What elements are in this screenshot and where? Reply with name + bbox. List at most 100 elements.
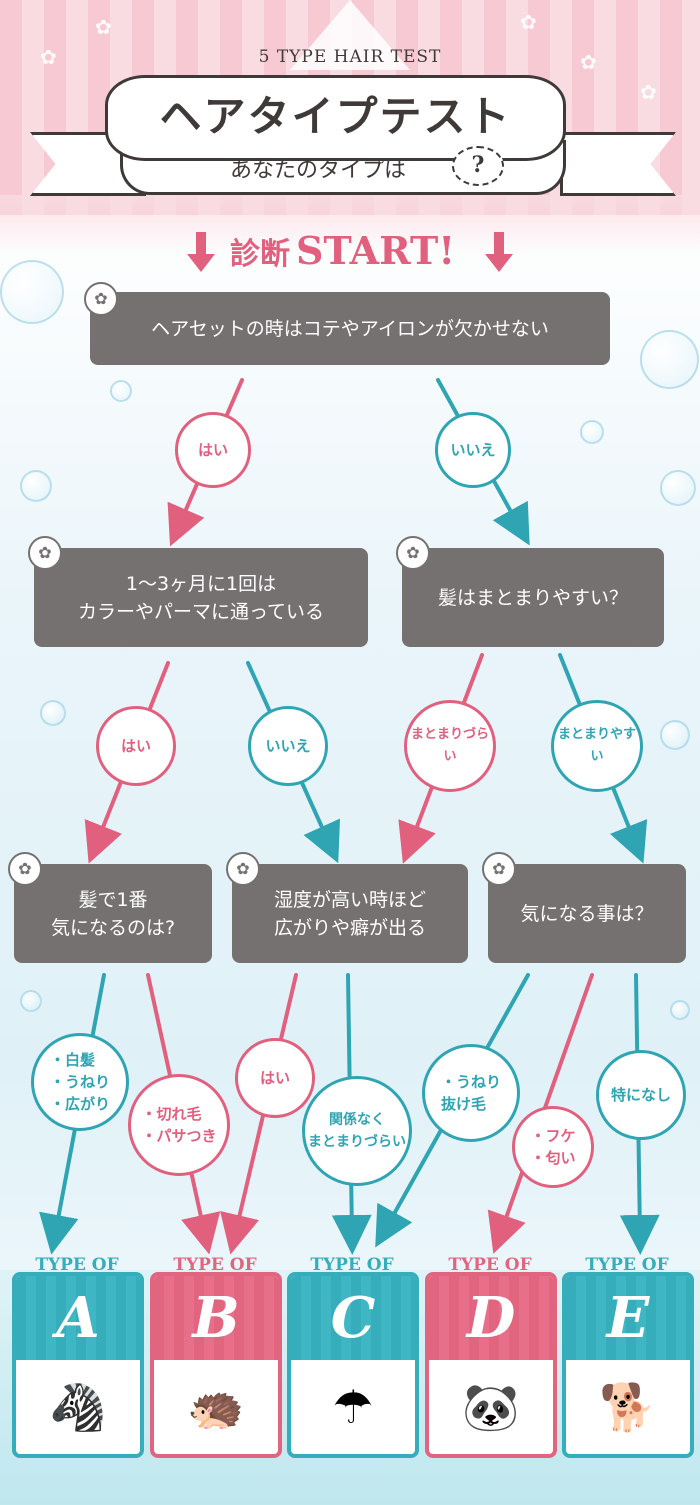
type-e-letter: E (566, 1276, 690, 1360)
question-5-line2: 広がりや癖が出る (273, 916, 426, 939)
question-box-3: 髪はまとまりやすい？ (402, 548, 664, 647)
bubble-decoration (660, 720, 690, 750)
question-box-4: 髪で1番気になるのは? (14, 864, 212, 963)
question-1-text: ヘアセットの時はコテやアイロンが欠かせない (151, 317, 549, 340)
start-arrow-right (494, 232, 504, 254)
answer-q6-waves-hairloss[interactable]: ・うねり抜け毛 (422, 1044, 520, 1142)
answer-q1-no[interactable]: いいえ (435, 412, 511, 488)
bubble-decoration (110, 380, 132, 402)
shiba-icon: 🐕 (599, 1379, 657, 1434)
header-triangle-decoration (290, 0, 410, 70)
answer-q6-dandruff-smell[interactable]: ・フケ・匂い (512, 1106, 594, 1188)
ribbon-banner (105, 75, 566, 161)
answer-label: まとまりづらい (308, 1134, 406, 1150)
answer-label: ・うねり (440, 1073, 501, 1091)
bubble-decoration (20, 470, 52, 502)
answer-q3-hard[interactable]: まとまりづらい (404, 700, 496, 792)
answer-label: はい (197, 441, 228, 459)
answer-label: ・パサつき (141, 1127, 217, 1145)
answer-label: まとまりやすい (557, 727, 636, 764)
answer-q2-no[interactable]: いいえ (248, 706, 328, 786)
bubble-decoration (660, 470, 696, 506)
paw-icon: ✿ (8, 852, 42, 886)
start-label-jp: 診断 (230, 237, 290, 272)
paw-icon: ✿ (482, 852, 516, 886)
question-box-5: 湿度が高い時ほど広がりや癖が出る (232, 864, 468, 963)
type-a-label: TYPE OF (35, 1255, 119, 1275)
type-b-card[interactable]: B 🦔 (150, 1272, 282, 1458)
question-4-line2: 気になるのは? (50, 916, 176, 939)
paw-icon: ✿ (84, 282, 118, 316)
answer-label: 特になし (610, 1086, 671, 1104)
paw-print-icon: ✿ (40, 45, 57, 69)
answer-label: ・フケ (530, 1127, 576, 1145)
paw-print-icon: ✿ (520, 10, 537, 34)
answer-label: ・うねり (49, 1073, 110, 1091)
start-arrow-left-head (187, 254, 215, 272)
answer-q6-nothing[interactable]: 特になし (596, 1050, 686, 1140)
alpaca-icon: ☂ (332, 1380, 374, 1434)
answer-label: はい (120, 737, 151, 755)
hedgehog-icon: 🦔 (187, 1379, 245, 1434)
paw-icon: ✿ (226, 852, 260, 886)
answer-label: いいえ (265, 737, 311, 755)
answer-label: ・切れ毛 (141, 1105, 202, 1123)
start-arrow-left (196, 232, 206, 254)
bubble-decoration (580, 420, 604, 444)
panda-icon: 🐼 (462, 1379, 520, 1434)
question-4-line1: 髪で1番 (78, 888, 148, 911)
title-english: 5 TYPE HAIR TEST (258, 47, 442, 67)
question-2-line2: カラーやパーマに通っている (77, 600, 325, 623)
answer-q4-split-dry[interactable]: ・切れ毛・パサつき (128, 1074, 230, 1176)
type-e-card[interactable]: E 🐕 (562, 1272, 694, 1458)
type-c-card[interactable]: C ☂ (287, 1272, 419, 1458)
question-cloud-icon: ? (452, 146, 504, 186)
question-3-text: 髪はまとまりやすい？ (437, 586, 628, 609)
answer-label: 抜け毛 (440, 1095, 486, 1113)
question-box-6: 気になる事は？ (488, 864, 686, 963)
bubble-decoration (640, 330, 699, 389)
paw-icon: ✿ (396, 536, 430, 570)
question-box-2: 1〜3ヶ月に1回はカラーやパーマに通っている (34, 548, 368, 647)
type-a-card[interactable]: A 🦓 (12, 1272, 144, 1458)
type-b-label: TYPE OF (173, 1255, 257, 1275)
start-arrow-right-head (485, 254, 513, 272)
answer-q5-yes[interactable]: はい (235, 1038, 315, 1118)
question-box-1: ヘアセットの時はコテやアイロンが欠かせない (90, 292, 610, 365)
answer-q2-yes[interactable]: はい (96, 706, 176, 786)
type-d-letter: D (429, 1276, 553, 1360)
paw-icon: ✿ (28, 536, 62, 570)
answer-q3-easy[interactable]: まとまりやすい (551, 700, 643, 792)
type-d-card[interactable]: D 🐼 (425, 1272, 557, 1458)
answer-label: まとまりづらい (410, 727, 489, 764)
type-b-letter: B (154, 1276, 278, 1360)
type-a-letter: A (16, 1276, 140, 1360)
type-c-label: TYPE OF (310, 1255, 394, 1275)
question-6-text: 気になる事は？ (520, 902, 654, 925)
paw-print-icon: ✿ (580, 50, 597, 74)
bubble-decoration (670, 1000, 690, 1020)
bubble-decoration (40, 700, 66, 726)
answer-label: ・匂い (530, 1149, 576, 1167)
question-2-line1: 1〜3ヶ月に1回は (125, 572, 277, 595)
start-label-en: START! (296, 228, 455, 273)
answer-label: いいえ (450, 441, 496, 459)
paw-print-icon: ✿ (640, 80, 657, 104)
answer-label: ・白髪 (49, 1051, 95, 1069)
page-title: ヘアタイプテスト (159, 92, 512, 141)
paw-print-icon: ✿ (95, 15, 112, 39)
answer-q5-unrelated[interactable]: 関係なくまとまりづらい (302, 1076, 412, 1186)
question-5-line1: 湿度が高い時ほど (273, 888, 426, 911)
zebra-icon: 🦓 (49, 1379, 107, 1434)
answer-label: はい (259, 1069, 290, 1087)
type-d-label: TYPE OF (448, 1255, 532, 1275)
bubble-decoration (20, 990, 42, 1012)
bubble-decoration (0, 260, 64, 324)
tagline: あなたのタイプは (230, 158, 407, 183)
answer-label: ・広がり (49, 1095, 110, 1113)
answer-label: 関係なく (329, 1112, 385, 1128)
answer-q1-yes[interactable]: はい (175, 412, 251, 488)
type-c-letter: C (291, 1276, 415, 1360)
answer-q4-gray-waves-frizz[interactable]: ・白髪・うねり・広がり (31, 1033, 129, 1131)
